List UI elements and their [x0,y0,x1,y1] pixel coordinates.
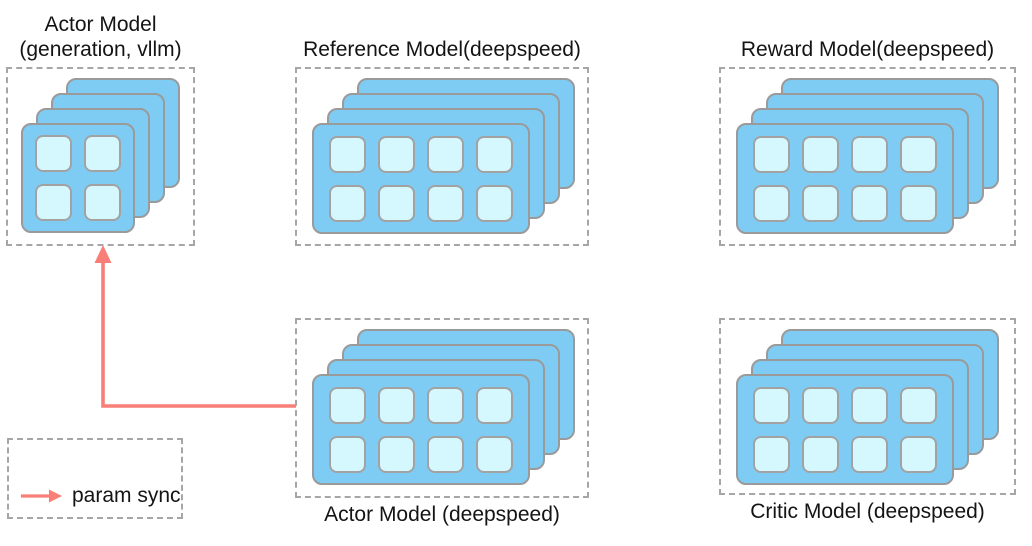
model-group-actor-deepspeed: Actor Model (deepspeed) [295,318,589,526]
gpu-card [312,123,530,234]
gpu-square [378,135,415,173]
gpu-square [802,386,839,424]
gpu-card-stack [312,78,575,234]
gpu-square [476,184,513,222]
legend-box: param sync [7,438,183,519]
legend-item-param-sync: param sync [20,483,181,509]
model-group-critic: Critic Model (deepspeed) [719,318,1016,523]
gpu-square [476,386,513,424]
model-title-line: Critic Model (deepspeed) [750,500,985,523]
param-sync-arrow-icon [21,489,62,503]
model-title-line: Reference Model(deepspeed) [303,38,581,61]
model-title-line: Reward Model(deepspeed) [740,38,995,61]
gpu-square [476,135,513,173]
gpu-square [378,184,415,222]
gpu-square [753,435,790,473]
gpu-square [84,135,121,172]
gpu-square [802,184,839,222]
gpu-square [753,135,790,173]
gpu-card-stack [736,78,999,234]
gpu-square [378,435,415,473]
gpu-square [851,435,888,473]
gpu-square [329,386,366,424]
gpu-square [84,184,121,221]
gpu-square [851,135,888,173]
gpu-square [427,184,464,222]
model-title: Reference Model(deepspeed) [303,37,581,62]
gpu-square [427,135,464,173]
gpu-square [753,386,790,424]
gpu-square [900,184,937,222]
model-title: Actor Model (generation, vllm) [19,12,181,62]
model-title-line: Actor Model (deepspeed) [324,503,560,526]
model-title: Reward Model(deepspeed) [741,37,994,62]
gpu-square [900,135,937,173]
gpu-card-stack [736,329,999,485]
gpu-square [427,386,464,424]
model-title-line: (generation, vllm) [19,38,182,61]
gpu-square [329,184,366,222]
model-title: Actor Model (deepspeed) [324,502,560,527]
model-group-actor-generation-vllm: Actor Model (generation, vllm) [6,13,195,246]
gpu-square [851,386,888,424]
gpu-square [427,435,464,473]
gpu-square [900,435,937,473]
gpu-square [802,135,839,173]
model-title: Critic Model (deepspeed) [750,499,985,524]
gpu-square [329,135,366,173]
model-title-line: Actor Model [44,13,157,36]
gpu-square [900,386,937,424]
gpu-card [736,123,954,234]
model-group-reference: Reference Model(deepspeed) [295,38,589,246]
gpu-card [21,123,135,233]
gpu-card [736,374,954,485]
gpu-square [753,184,790,222]
legend-label: param sync [72,484,181,507]
gpu-square [802,435,839,473]
gpu-square [476,435,513,473]
model-group-reward: Reward Model(deepspeed) [719,38,1016,246]
gpu-square [329,435,366,473]
gpu-square [35,135,72,172]
gpu-card-stack [21,78,180,233]
gpu-card [312,374,530,485]
gpu-square [851,184,888,222]
gpu-square [378,386,415,424]
gpu-square [35,184,72,221]
gpu-card-stack [312,329,575,485]
